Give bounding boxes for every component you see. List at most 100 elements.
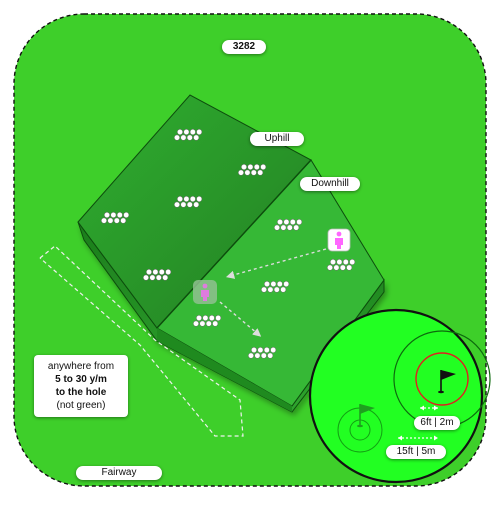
ghost-flag-icon [357,404,375,428]
putt-path-arrow [225,248,327,279]
golf-ball [339,264,346,271]
golf-ball [254,352,261,359]
inner-target-circle [415,352,469,406]
golf-ball [251,347,257,353]
golf-ball [110,212,117,218]
golf-ball [120,217,127,224]
golf-ball [346,264,353,271]
flag-icon [438,370,456,394]
ball-cluster [261,281,290,293]
golf-ball [180,201,187,208]
golf-ball [186,201,193,208]
golf-ball [180,134,187,141]
golf-ball [330,259,336,265]
placement-note-line1: anywhere from [47,361,115,372]
golf-ball [327,264,333,271]
golf-ball [336,259,343,265]
golf-ball [260,352,267,359]
golf-ball [116,212,123,218]
golf-ball [289,219,296,225]
placement-note-line4: (not green) [56,400,106,411]
golf-ball [177,196,183,202]
golf-ball [274,224,280,231]
golf-ball [208,315,215,321]
ball-cluster [174,129,203,141]
golf-ball [212,320,219,327]
putt-path-arrow-2 [219,301,262,337]
golf-ball [286,224,293,231]
golf-ball [123,212,130,218]
golf-ball [250,169,257,176]
golf-ball [155,274,162,281]
golf-ball [277,219,283,225]
golf-ball [270,347,277,353]
golf-ball [267,352,274,359]
ball-cluster [248,347,277,359]
ball-cluster [101,212,130,224]
hole-number-label: 3282 [222,40,266,54]
golf-ball [152,269,159,275]
ball-cluster [327,259,356,271]
ball-cluster [143,269,172,281]
placement-note-line2: 5 to 30 y/m [55,374,107,385]
golf-ball [280,224,287,231]
person-icon [201,283,209,301]
golf-ball [196,196,203,202]
golf-ball [247,164,254,170]
golf-ball [143,274,149,281]
golf-ball [196,315,202,321]
golf-ball [149,274,156,281]
golf-ball [174,201,180,208]
placement-zone-outline [39,245,244,437]
golf-ball [238,169,244,176]
placement-note-line3: to the hole [55,387,107,398]
ball-cluster [238,164,267,176]
golf-ball [280,286,287,293]
golf-ball [165,269,172,275]
golf-ball [162,274,169,281]
person-icon [335,231,343,249]
golf-ball [193,134,200,141]
player-marker-ridge [193,280,217,304]
golf-ball [342,259,349,265]
golf-ball [199,320,206,327]
golf-ball [283,281,290,287]
golf-ball [276,281,283,287]
golf-ball [257,169,264,176]
golf-ball [183,196,190,202]
golf-ball [257,347,264,353]
golf-ball [253,164,260,170]
player-marker-downhill [327,228,351,252]
outer-distance-label: 15ft | 5m [386,445,446,459]
golf-ball [296,219,303,225]
golf-ball [158,269,165,275]
golf-ball [107,217,114,224]
golf-ball [113,217,120,224]
golf-ball [248,352,254,359]
golf-ball [193,320,199,327]
uphill-label: Uphill [250,132,304,146]
golf-ball [244,169,251,176]
golf-ball [101,217,107,224]
golf-ball [104,212,110,218]
golf-ball [260,164,267,170]
golf-ball [186,134,193,141]
green-lower-lip [157,328,292,412]
golf-ball [202,315,209,321]
golf-ball [193,201,200,208]
golf-ball [174,134,180,141]
golf-ball [264,281,270,287]
fairway-label: Fairway [76,466,162,480]
golf-ball [177,129,183,135]
golf-ball [263,347,270,353]
ball-clusters [101,129,356,359]
golf-ball [196,129,203,135]
golf-ball [333,264,340,271]
golf-ball [267,286,274,293]
golf-ball [183,129,190,135]
placement-note: anywhere from 5 to 30 y/m to the hole (n… [34,355,128,417]
golf-ball [189,196,196,202]
golf-ball [283,219,290,225]
